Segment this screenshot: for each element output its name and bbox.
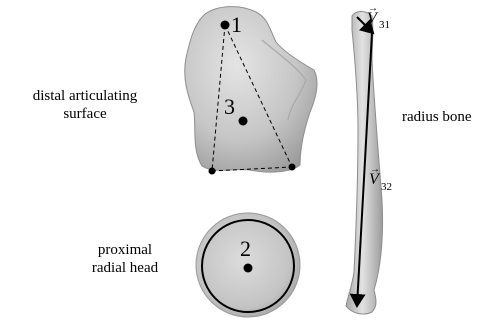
corner-left-dot <box>209 168 216 175</box>
v32-subscript: 32 <box>381 181 392 193</box>
radius-bone-label: radius bone <box>402 108 472 126</box>
point-1-dot <box>221 21 230 30</box>
radius-label-text: radius bone <box>402 108 472 126</box>
point-3-dot <box>239 117 248 126</box>
proximal-radial-head-label: proximal radial head <box>75 241 175 277</box>
corner-right-dot <box>289 164 296 171</box>
point-2-label: 2 <box>240 236 251 261</box>
point-3-label: 3 <box>224 94 235 119</box>
proximal-label-line-1: proximal <box>75 241 175 259</box>
proximal-label-line-2: radial head <box>75 259 175 277</box>
distal-articulating-surface: 1 3 <box>185 7 317 175</box>
point-2-dot <box>244 264 253 273</box>
radius-bone: → V 31 → V 32 <box>346 3 392 314</box>
v31-subscript: 31 <box>379 19 390 31</box>
distal-bone-shape <box>185 7 317 172</box>
point-1-label: 1 <box>231 12 242 37</box>
proximal-radial-head: 2 <box>196 213 300 317</box>
vector-v31-label: → V 31 <box>367 3 390 31</box>
distal-label-line-1: distal articulating <box>10 87 160 105</box>
distal-articulating-surface-label: distal articulating surface <box>10 87 160 123</box>
distal-label-line-2: surface <box>10 105 160 123</box>
